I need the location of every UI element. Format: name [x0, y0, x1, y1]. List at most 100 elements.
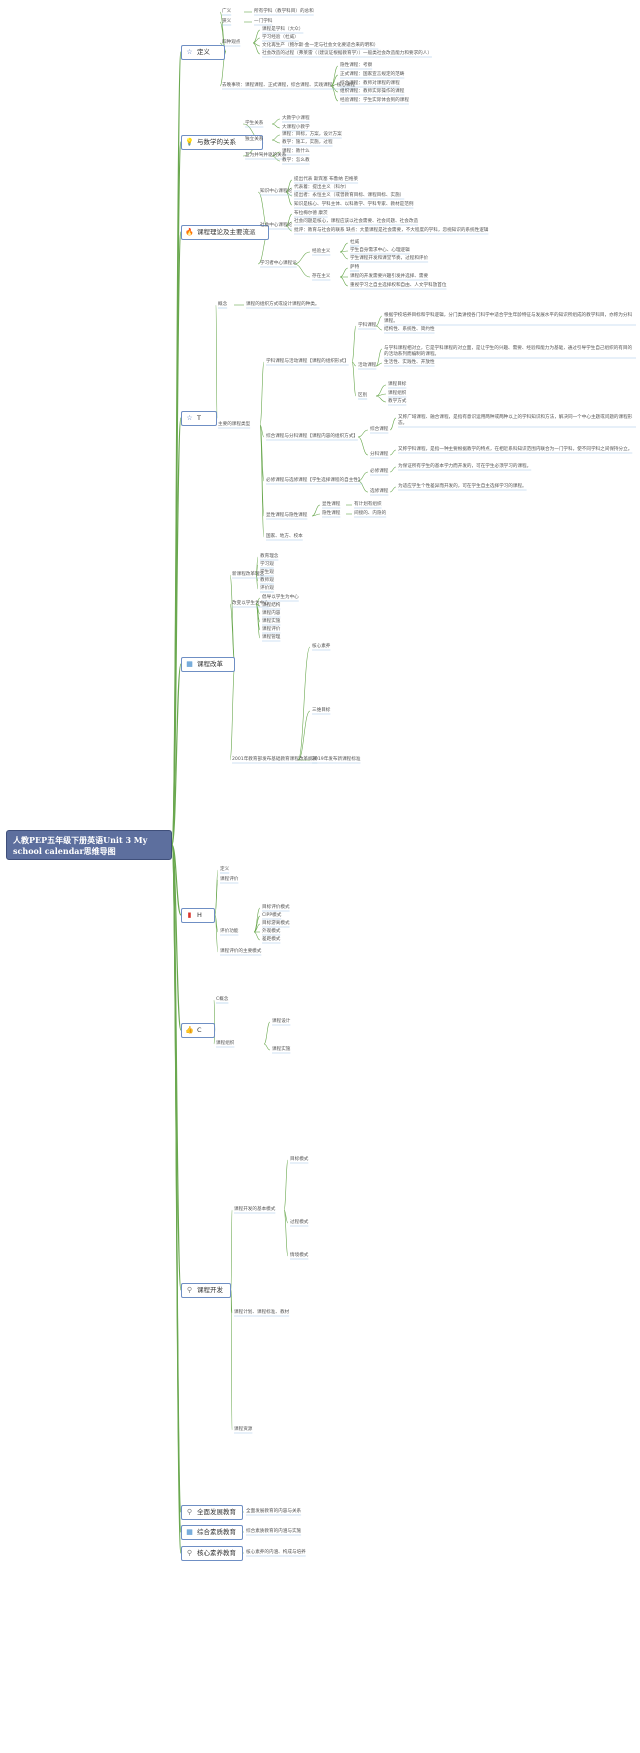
node-n72[interactable]: 国家、地方、校本 — [266, 534, 303, 539]
node-n23[interactable]: 课程：教什么 — [282, 149, 310, 154]
node-n60[interactable]: 分科课程 — [370, 452, 389, 457]
node-n98[interactable]: 目标游离模式 — [262, 921, 290, 926]
node-n22[interactable]: 互为并驾并驱的关系 — [245, 153, 287, 158]
node-n77[interactable]: 教师观 — [260, 578, 274, 583]
node-n8[interactable]: 文化再生产（鲍尔斯·金一定与社会文化要适合来的明和） — [262, 43, 379, 48]
node-n5[interactable]: 四种观点 — [222, 40, 241, 45]
node-n50[interactable]: 活动课程 — [358, 363, 377, 368]
node-n30[interactable]: 社会中心课程论 — [260, 223, 293, 228]
root-topic[interactable]: 人教PEP五年级下册英语Unit 3 My school calendar思维导… — [6, 830, 172, 860]
node-n4[interactable]: 一门学科 — [254, 19, 273, 24]
branch-dev[interactable]: ⚲课程开发 — [181, 1283, 231, 1298]
node-n81[interactable]: 改变以学生为中心 — [232, 601, 269, 606]
node-n86[interactable]: 课程评价 — [262, 627, 281, 632]
node-n15[interactable]: 经验课程：学生实际体会到的课程 — [340, 98, 409, 103]
node-n63[interactable]: 必修课程 — [370, 469, 389, 474]
node-n53[interactable]: 区别 — [358, 393, 368, 398]
branch-quality[interactable]: ⚲全面发展教育 — [181, 1505, 243, 1520]
node-n1[interactable]: 广义 — [222, 9, 232, 14]
node-n54[interactable]: 课程目标 — [388, 382, 407, 387]
node-n35[interactable]: 经验主义 — [312, 249, 331, 254]
node-n21[interactable]: 教学：施工，实施，过程 — [282, 140, 333, 145]
node-n36[interactable]: 杜威 — [350, 240, 360, 245]
node-n9[interactable]: 社会改造的过程（弗莱雷（（建议证根据教育学））一般类社会改造能力和要求的人） — [262, 51, 432, 56]
node-n58[interactable]: 综合课程 — [370, 427, 389, 432]
node-n93[interactable]: 课程评价 — [220, 877, 239, 882]
node-n6[interactable]: 课程是学科（大众） — [262, 27, 304, 32]
node-n57[interactable]: 综合课程与分科课程【课程内容的组织方式】 — [266, 434, 358, 439]
node-n24[interactable]: 教学：怎么教 — [282, 158, 310, 163]
node-n92[interactable]: 定义 — [220, 867, 230, 872]
node-n62[interactable]: 必修课程与选修课程【学生选择课程的自主性】 — [266, 478, 363, 483]
node-n11[interactable]: 隐性课程：考察 — [340, 63, 373, 68]
node-n107[interactable]: 过程模式 — [290, 1220, 309, 1225]
node-n74[interactable]: 教育理念 — [260, 554, 279, 559]
node-n100[interactable]: 差距模式 — [262, 937, 281, 942]
node-n16[interactable]: 学生关系 — [245, 121, 264, 126]
node-n84[interactable]: 课程内容 — [262, 611, 281, 616]
node-n26[interactable]: 提出代表 斯宾塞 布鲁纳 巴格莱 — [294, 177, 359, 182]
node-n42[interactable]: 重视学习之自主选择权和自由、人文学科放首位 — [350, 283, 447, 288]
node-n48[interactable]: 根据学校培养目标和学科逻辑，分门类讲授各门科学中适合学生年龄特征与发展水平的知识… — [384, 313, 633, 324]
node-n12[interactable]: 正式课程：国家宣言规定的范畴 — [340, 72, 405, 77]
branch-theory[interactable]: 🔥课程理论及主要流派 — [181, 225, 269, 240]
node-n55[interactable]: 课程组织 — [388, 391, 407, 396]
node-n70[interactable]: 隐性课程 — [322, 511, 341, 516]
branch-core[interactable]: ⚲核心素养教育 — [181, 1546, 243, 1561]
node-n10[interactable]: 去晚事项：课程课程、正式课程，综合课程、实践课程，核心课程 — [222, 83, 356, 88]
branch-t[interactable]: ☆T — [181, 411, 217, 426]
node-n2[interactable]: 所有学科（教学科目）的总和 — [254, 9, 314, 14]
node-n45[interactable]: 主要的课程类型 — [218, 422, 251, 427]
node-n14[interactable]: 组织课程：教师实际操作的课程 — [340, 89, 405, 94]
node-n39[interactable]: 存在主义 — [312, 274, 331, 279]
node-n49[interactable]: 结构性、系统性、简约性 — [384, 327, 435, 332]
node-n17[interactable]: 大教学小课程 — [282, 116, 310, 121]
node-n88[interactable]: 2001年教育部发布基础教育课程改革纲要 — [232, 757, 318, 762]
node-n13[interactable]: 综合课程：教师对课程的课程 — [340, 81, 400, 86]
node-n87[interactable]: 课程管理 — [262, 635, 281, 640]
node-n41[interactable]: 课程的开发需要兴趣引发并选择、需要 — [350, 274, 429, 279]
node-n44[interactable]: 课程的组织方式或设计课程的种类。 — [246, 302, 320, 307]
node-n104[interactable]: 课程实施 — [272, 1047, 291, 1052]
node-n108[interactable]: 情境模式 — [290, 1253, 309, 1258]
node-n103[interactable]: 课程设计 — [272, 1019, 291, 1024]
node-n78[interactable]: 评价观 — [260, 586, 274, 591]
node-n47[interactable]: 学科课程 — [358, 323, 377, 328]
node-n109[interactable]: 课程计划、课程标准、教材 — [234, 1310, 290, 1315]
node-n82[interactable]: 倡导以学生为中心 — [262, 595, 299, 600]
node-n46[interactable]: 学科课程与活动课程【课程的组织形式】 — [266, 359, 349, 364]
node-n7[interactable]: 学习经验（杜威） — [262, 35, 299, 40]
node-n56[interactable]: 教学方式 — [388, 399, 407, 404]
node-n75[interactable]: 学习观 — [260, 562, 274, 567]
node-n110[interactable]: 课程资源 — [234, 1427, 253, 1432]
node-n64[interactable]: 为保证所有学生的基本学力而开发的，可在学生必须学习的课程。 — [398, 464, 532, 469]
node-n99[interactable]: 外观模式 — [262, 929, 281, 934]
node-n20[interactable]: 课程：目标，方案，设计方案 — [282, 132, 342, 137]
node-n29[interactable]: 知识是核心、学科主体、以科教学、学科专家、教材是范例 — [294, 202, 414, 207]
node-n83[interactable]: 课程结构 — [262, 603, 281, 608]
branch-integrated[interactable]: ▦综合素质教育 — [181, 1525, 243, 1540]
node-n61[interactable]: 又称学科课程，是指一种主要根据教学的特点，在相近系科知识范围内联合为一门学科，使… — [398, 447, 633, 452]
node-n106[interactable]: 目标模式 — [290, 1157, 309, 1162]
node-n19[interactable]: 独立关系 — [245, 137, 264, 142]
node-n37[interactable]: 学生自身需求中心、心理逻辑 — [350, 248, 410, 253]
node-n97[interactable]: CIPP模式 — [262, 913, 282, 918]
node-n3[interactable]: 狭义 — [222, 19, 232, 24]
node-n85[interactable]: 课程实施 — [262, 619, 281, 624]
node-n27[interactable]: 代表着：提出主义（科尔） — [294, 185, 350, 190]
node-n105[interactable]: 课程开发的基本模式 — [234, 1207, 276, 1212]
node-n94[interactable]: 评价功能 — [220, 929, 239, 934]
node-n113[interactable]: 核心素养的内涵、构成与培养 — [246, 1550, 306, 1555]
node-n25[interactable]: 知识中心课程论 — [260, 189, 293, 194]
branch-h[interactable]: ▮H — [181, 908, 215, 923]
node-n31[interactable]: 布拉梅尔德 康茨 — [294, 211, 328, 216]
node-n52[interactable]: 生活性、实践性、开放性 — [384, 360, 435, 365]
node-n33[interactable]: 批评：教育与社会的联系 缺点：大量课程是社会需要，不大程度的学科，忽视知识的系统… — [294, 228, 489, 233]
node-n32[interactable]: 社会问题是核心，课程应该以社会需要、社会问题、社会改造 — [294, 219, 419, 224]
node-n18[interactable]: 大课程小教学 — [282, 125, 310, 130]
node-n95[interactable]: 课程评价的主要模式 — [220, 949, 262, 954]
node-n67[interactable]: 显性课程与隐性课程 — [266, 513, 308, 518]
node-n43[interactable]: 概念 — [218, 302, 228, 307]
node-n89[interactable]: 核心素养 — [312, 644, 331, 649]
node-n76[interactable]: 学生观 — [260, 570, 274, 575]
